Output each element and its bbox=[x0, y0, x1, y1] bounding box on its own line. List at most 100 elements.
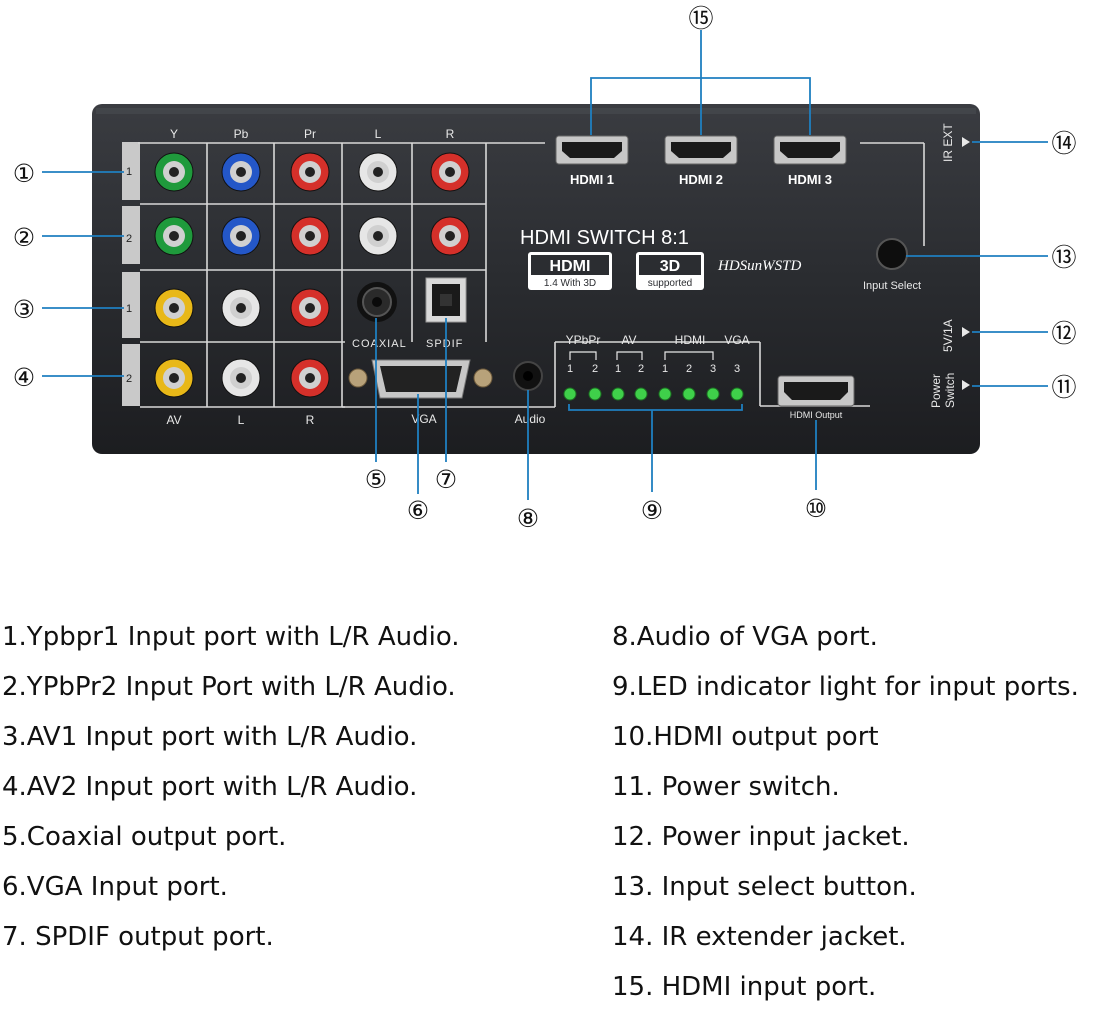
hdmi-input-port-2[interactable] bbox=[664, 135, 738, 165]
power-input-label: 5V/1A bbox=[941, 319, 955, 352]
input-select-button[interactable] bbox=[876, 238, 908, 270]
led-group-vga: VGA bbox=[724, 333, 749, 347]
callout-4: ④ bbox=[13, 363, 35, 392]
rca-jack[interactable] bbox=[221, 152, 261, 192]
callout-6: ⑥ bbox=[407, 496, 429, 525]
3d-badge-subtext: supported bbox=[648, 278, 692, 289]
hdmi-logo-badge: HDMI 1.4 With 3D bbox=[528, 252, 612, 290]
callout-15: ⑮ bbox=[688, 4, 713, 33]
callout-3: ③ bbox=[13, 295, 35, 324]
led-number: 1 bbox=[662, 363, 668, 375]
legend-item-8: 8.Audio of VGA port. bbox=[612, 622, 878, 652]
callout-13: ⑬ bbox=[1051, 243, 1076, 272]
row-number-4: 2 bbox=[126, 373, 132, 385]
callout-5: ⑤ bbox=[365, 465, 387, 494]
led-indicator bbox=[634, 387, 648, 401]
column-label-pr: Pr bbox=[304, 127, 316, 141]
hdmi-version-text: 1.4 With 3D bbox=[544, 278, 596, 289]
callout-10: ⑩ bbox=[805, 494, 827, 523]
power-switch-label-2: Switch bbox=[943, 373, 957, 408]
column-label-r: R bbox=[446, 127, 455, 141]
side-arrows bbox=[962, 137, 970, 390]
column-label-l: L bbox=[375, 127, 382, 141]
row-number-3: 1 bbox=[126, 303, 132, 315]
rca-jack[interactable] bbox=[358, 216, 398, 256]
rca-jacks bbox=[154, 152, 470, 398]
led-number: 2 bbox=[638, 363, 644, 375]
hdmi-input-port-3[interactable] bbox=[773, 135, 847, 165]
rca-jack[interactable] bbox=[221, 358, 261, 398]
callout-12: ⑫ bbox=[1051, 319, 1076, 348]
spdif-port[interactable] bbox=[425, 277, 467, 323]
led-indicator bbox=[730, 387, 744, 401]
led-number: 3 bbox=[710, 363, 716, 375]
led-indicator bbox=[563, 387, 577, 401]
rca-jack[interactable] bbox=[154, 288, 194, 328]
coaxial-label: COAXIAL bbox=[352, 338, 407, 350]
brand-logo: HDSunWSTD bbox=[717, 258, 802, 274]
rca-jack[interactable] bbox=[290, 216, 330, 256]
3d-supported-badge: 3D supported bbox=[636, 252, 704, 290]
rca-jack[interactable] bbox=[154, 358, 194, 398]
callout-1: ① bbox=[13, 159, 35, 188]
vga-audio-jack[interactable] bbox=[513, 361, 543, 391]
led-indicator bbox=[706, 387, 720, 401]
rca-jack[interactable] bbox=[154, 152, 194, 192]
legend-item-12: 12. Power input jacket. bbox=[612, 822, 910, 852]
led-group-av: AV bbox=[621, 333, 636, 347]
led-group-ypbpr: YPbPr bbox=[566, 333, 601, 347]
bottom-label-audio: Audio bbox=[515, 412, 546, 426]
hdmi-input-port-1[interactable] bbox=[555, 135, 629, 165]
rca-jack[interactable] bbox=[290, 152, 330, 192]
rca-jack[interactable] bbox=[290, 358, 330, 398]
ir-ext-label: IR EXT bbox=[941, 123, 955, 162]
hdmi-input-label-3: HDMI 3 bbox=[788, 172, 832, 187]
callout-9: ⑨ bbox=[641, 496, 663, 525]
led-number: 1 bbox=[567, 363, 573, 375]
legend-left-column: 1.Ypbpr1 Input port with L/R Audio. 2.YP… bbox=[2, 612, 460, 962]
led-indicator bbox=[658, 387, 672, 401]
led-group-hdmi: HDMI bbox=[675, 333, 706, 347]
port-grid-lines bbox=[138, 142, 925, 408]
rca-jack[interactable] bbox=[430, 152, 470, 192]
led-number: 3 bbox=[734, 363, 740, 375]
bottom-label-r: R bbox=[306, 413, 315, 427]
hdmi-logo-text: HDMI bbox=[550, 258, 591, 275]
hdmi-input-label-1: HDMI 1 bbox=[570, 172, 614, 187]
legend-right-column: 8.Audio of VGA port. 9.LED indicator lig… bbox=[612, 612, 1079, 1012]
leader-lines bbox=[42, 30, 1048, 500]
rca-jack[interactable] bbox=[221, 288, 261, 328]
input-select-label: Input Select bbox=[863, 280, 921, 292]
callout-7: ⑦ bbox=[435, 465, 457, 494]
hdmi-output-port[interactable] bbox=[777, 375, 855, 407]
legend-item-3: 3.AV1 Input port with L/R Audio. bbox=[2, 722, 418, 752]
spdif-label: SPDIF bbox=[426, 338, 463, 350]
column-label-pb: Pb bbox=[234, 127, 249, 141]
rca-jack[interactable] bbox=[154, 216, 194, 256]
legend-item-7: 7. SPDIF output port. bbox=[2, 922, 274, 952]
led-number: 2 bbox=[686, 363, 692, 375]
device-diagram: Y Pb Pr L R 1 2 1 2 COAXIAL SPDIF bbox=[13, 4, 1077, 533]
legend-item-10: 10.HDMI output port bbox=[612, 722, 879, 752]
legend-item-15: 15. HDMI input port. bbox=[612, 972, 877, 1002]
3d-badge-text: 3D bbox=[660, 258, 680, 275]
rca-jack[interactable] bbox=[290, 288, 330, 328]
bottom-label-av: AV bbox=[166, 413, 181, 427]
rca-jack[interactable] bbox=[430, 216, 470, 256]
coaxial-jack[interactable] bbox=[357, 282, 397, 322]
rca-jack[interactable] bbox=[221, 216, 261, 256]
legend-item-5: 5.Coaxial output port. bbox=[2, 822, 287, 852]
legend-item-1: 1.Ypbpr1 Input port with L/R Audio. bbox=[2, 622, 460, 652]
power-switch-label-1: Power bbox=[929, 374, 943, 408]
legend-item-9: 9.LED indicator light for input ports. bbox=[612, 672, 1079, 702]
legend-item-13: 13. Input select button. bbox=[612, 872, 917, 902]
bottom-label-vga: VGA bbox=[411, 412, 436, 426]
model-title: HDMI SWITCH 8:1 bbox=[520, 227, 689, 249]
row-number-2: 2 bbox=[126, 233, 132, 245]
led-indicators bbox=[563, 387, 744, 401]
led-indicator bbox=[611, 387, 625, 401]
rca-jack[interactable] bbox=[358, 152, 398, 192]
legend-item-2: 2.YPbPr2 Input Port with L/R Audio. bbox=[2, 672, 456, 702]
hdmi-input-label-2: HDMI 2 bbox=[679, 172, 723, 187]
